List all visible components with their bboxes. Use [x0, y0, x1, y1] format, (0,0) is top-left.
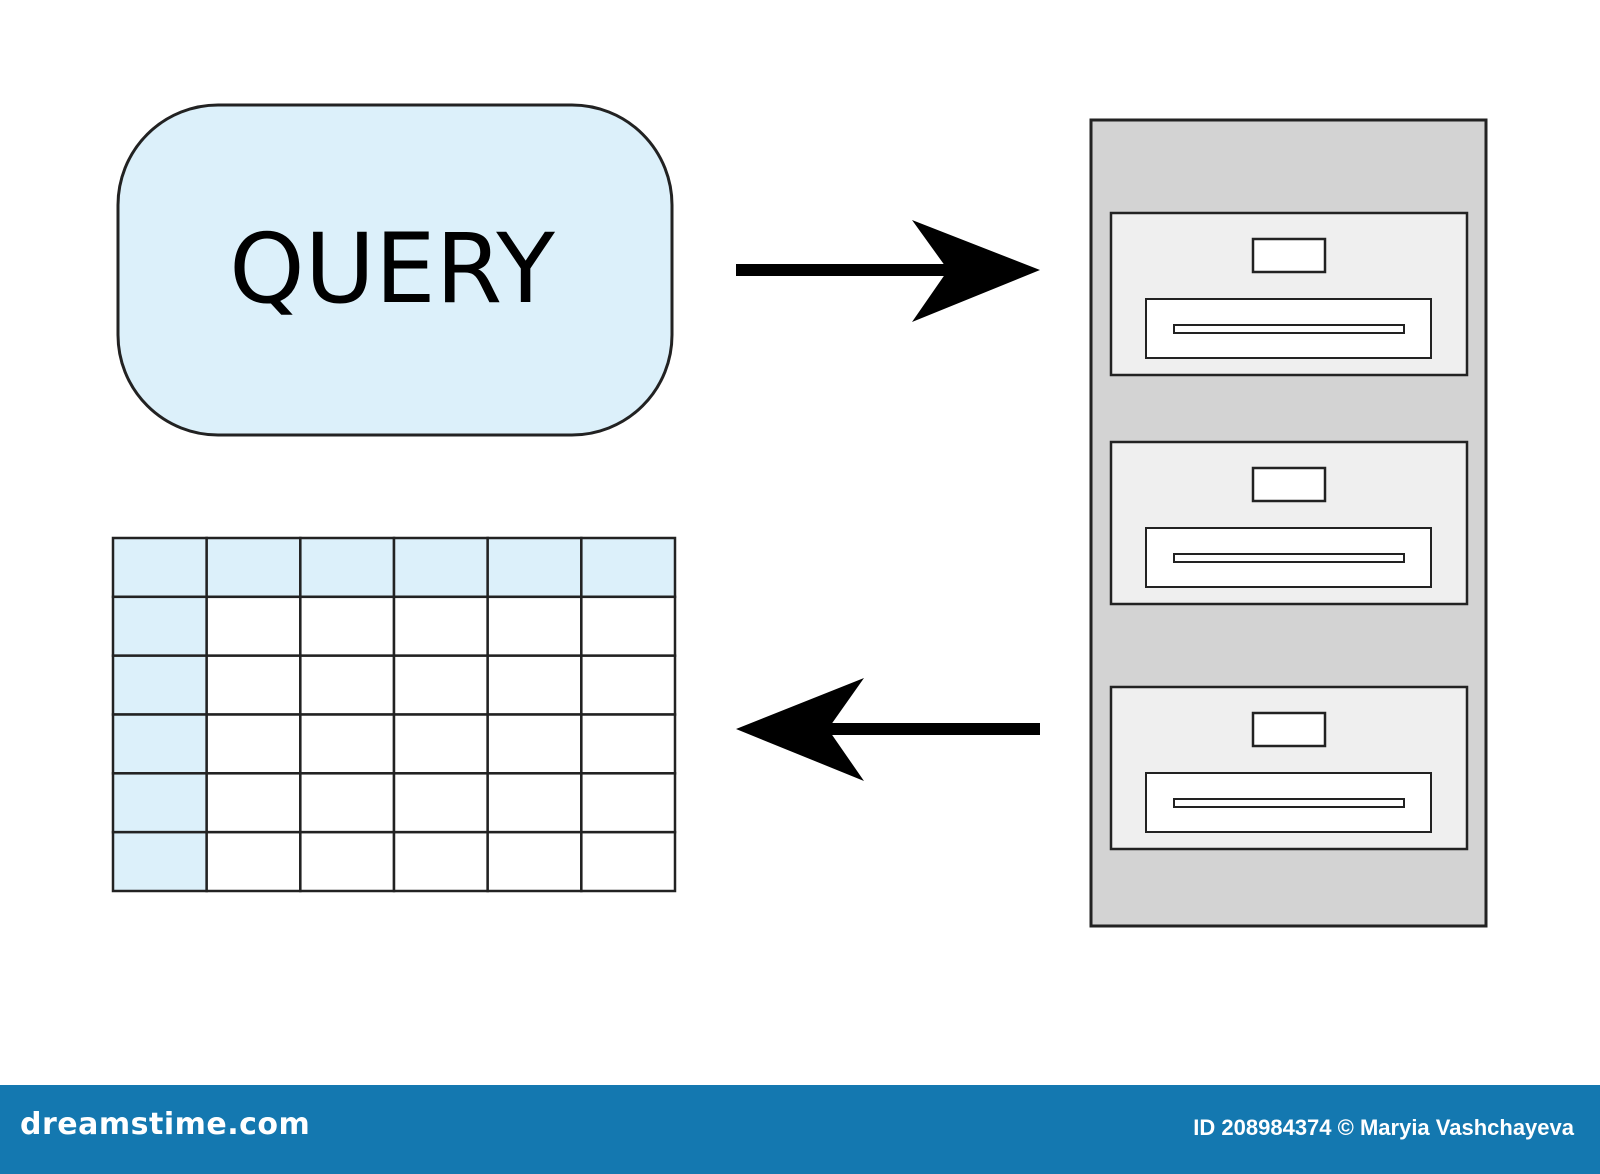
query-label: QUERY	[229, 213, 555, 325]
result-table	[111, 536, 677, 893]
table-cell	[486, 713, 583, 775]
table-cell	[580, 830, 677, 893]
table-cell	[392, 595, 489, 657]
table-row-header-cell	[111, 772, 208, 834]
drawer-handle	[1173, 553, 1405, 563]
drawer	[1109, 685, 1469, 851]
table-cell	[580, 772, 677, 834]
table-cell	[486, 654, 583, 716]
table-cell	[299, 830, 396, 893]
table-cell	[486, 772, 583, 834]
table-header-cell	[111, 536, 208, 599]
table-row-header-cell	[111, 713, 208, 775]
table-cell	[580, 713, 677, 775]
table-header-cell	[299, 536, 396, 599]
table-cell	[299, 654, 396, 716]
query-diagram: QUERY	[111, 103, 1488, 928]
table-row-header-cell	[111, 654, 208, 716]
watermark-brand: dreamstime.com	[20, 1107, 311, 1142]
table-cell	[299, 713, 396, 775]
table-cell	[486, 595, 583, 657]
table-row-header-cell	[111, 595, 208, 657]
drawer	[1109, 440, 1469, 606]
arrow-right-icon	[736, 220, 1040, 322]
table-cell	[299, 772, 396, 834]
database-cabinet	[1089, 118, 1488, 928]
table-cell	[486, 830, 583, 893]
table-cell	[299, 595, 396, 657]
table-cell	[205, 654, 302, 716]
table-cell	[392, 830, 489, 893]
table-cell	[392, 713, 489, 775]
image-credit: ID 208984374 © Maryia Vashchayeva	[1193, 1115, 1574, 1140]
arrow-left-icon	[736, 678, 1040, 781]
table-header-cell	[205, 536, 302, 599]
drawer-label-plate	[1251, 237, 1327, 274]
table-cell	[205, 713, 302, 775]
drawer-label-plate	[1251, 711, 1327, 748]
drawer	[1109, 211, 1469, 377]
table-cell	[580, 654, 677, 716]
table-header-cell	[486, 536, 583, 599]
table-cell	[392, 654, 489, 716]
footer-bar: dreamstime.com ID 208984374 © Maryia Vas…	[0, 1085, 1600, 1174]
table-cell	[205, 772, 302, 834]
table-header-cell	[392, 536, 489, 599]
drawer-handle	[1173, 798, 1405, 808]
drawer-handle	[1173, 324, 1405, 334]
query-box-shape	[116, 103, 674, 437]
drawer-label-plate	[1251, 466, 1327, 503]
table-cell	[205, 830, 302, 893]
table-cell	[392, 772, 489, 834]
table-cell	[580, 595, 677, 657]
table-row-header-cell	[111, 830, 208, 893]
query-box: QUERY	[116, 103, 674, 437]
table-header-cell	[580, 536, 677, 599]
table-cell	[205, 595, 302, 657]
